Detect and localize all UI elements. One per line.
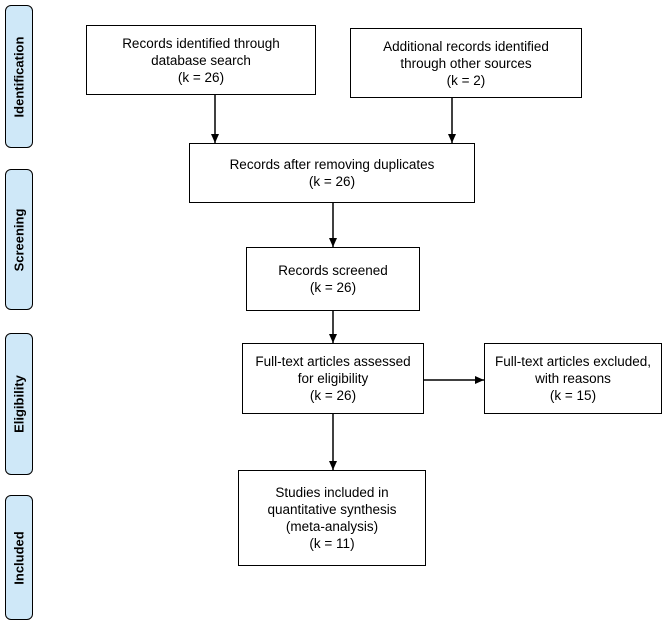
box-included-line4: (k = 11) — [309, 536, 355, 551]
box-fulltext-assessed: Full-text articles assessed for eligibil… — [242, 343, 424, 414]
box-fulltext-excluded: Full-text articles excluded, with reason… — [484, 343, 662, 414]
phase-eligibility: Eligibility — [5, 333, 33, 475]
box-database-line3: (k = 26) — [177, 69, 225, 85]
box-other-line2: through other sources — [400, 55, 532, 71]
box-records-screened: Records screened (k = 26) — [246, 247, 420, 311]
box-other-sources: Additional records identified through ot… — [350, 28, 582, 98]
box-screened-line1: Records screened — [278, 263, 388, 278]
box-included-line3: (meta-analysis) — [285, 519, 379, 534]
box-included-line1: Studies included in — [275, 485, 389, 500]
box-studies-included: Studies included in quantitative synthes… — [238, 470, 426, 566]
box-excluded-line3: (k = 15) — [549, 388, 597, 403]
box-screened-line2: (k = 26) — [309, 280, 357, 295]
box-database-line2: database search — [151, 52, 251, 68]
box-other-line3: (k = 2) — [446, 72, 486, 88]
box-excluded-line2: with reasons — [535, 371, 611, 386]
box-database-line1: Records identified through — [122, 35, 280, 51]
box-other-line1: Additional records identified — [383, 38, 549, 54]
box-fulltext-line3: (k = 26) — [309, 388, 357, 403]
box-fulltext-line2: for eligibility — [297, 371, 369, 386]
box-after-duplicates: Records after removing duplicates (k = 2… — [189, 143, 475, 203]
box-duplicates-line2: (k = 26) — [308, 174, 356, 189]
box-included-line2: quantitative synthesis — [267, 502, 397, 517]
box-fulltext-line1: Full-text articles assessed — [255, 354, 411, 369]
phase-identification: Identification — [5, 5, 33, 148]
box-excluded-line1: Full-text articles excluded, — [494, 354, 652, 369]
phase-screening: Screening — [5, 169, 33, 310]
box-duplicates-line1: Records after removing duplicates — [229, 157, 435, 172]
phase-included: Included — [5, 495, 33, 620]
box-database-search: Records identified through database sear… — [86, 25, 316, 95]
